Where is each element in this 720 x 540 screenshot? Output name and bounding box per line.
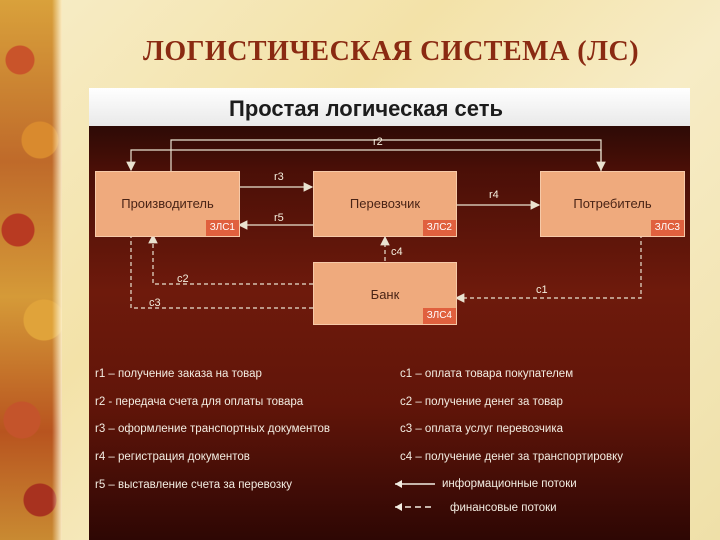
legend-info-flows: информационные потоки: [442, 478, 577, 490]
flow-r2: [126, 149, 602, 172]
decorative-gear-strip: [0, 0, 62, 540]
flow-label-r5: r5: [274, 212, 284, 224]
node-bank-label: Банк: [370, 287, 400, 302]
legend-line-samples: [395, 480, 435, 511]
diagram-panel: Простая логическая сеть: [89, 88, 690, 540]
flow-label-c3: c3: [149, 297, 161, 309]
legend-r5: r5 – выставление счета за перевозку: [95, 479, 293, 491]
node-producer-label: Производитель: [121, 196, 214, 211]
node-carrier-tag: ЗЛС2: [422, 220, 456, 236]
flow-c1: [454, 234, 642, 303]
node-bank: Банк ЗЛС4: [313, 262, 457, 325]
legend-r4: r4 – регистрация документов: [95, 451, 250, 463]
flow-label-r4: r4: [489, 189, 499, 201]
flow-r1: [170, 139, 606, 172]
node-carrier: Перевозчик ЗЛС2: [313, 171, 457, 237]
legend-c2: c2 – получение денег за товар: [400, 396, 563, 408]
legend-r1: r1 – получение заказа на товар: [95, 368, 262, 380]
flow-c3: [130, 235, 313, 309]
legend-fin-flows: финансовые потоки: [450, 502, 557, 514]
node-consumer-label: Потребитель: [573, 196, 652, 211]
node-consumer: Потребитель ЗЛС3: [540, 171, 685, 237]
flow-c2: [148, 233, 313, 285]
legend-c3: c3 – оплата услуг перевозчика: [400, 423, 564, 435]
legend-r3: r3 – оформление транспортных документов: [95, 423, 330, 435]
flow-label-c4: c4: [391, 246, 403, 258]
node-carrier-label: Перевозчик: [349, 196, 421, 211]
node-producer-tag: ЗЛС1: [205, 220, 239, 236]
flow-label-r3: r3: [274, 171, 284, 183]
node-consumer-tag: ЗЛС3: [650, 220, 684, 236]
flow-label-c2: c2: [177, 273, 189, 285]
flow-label-c1: c1: [536, 284, 548, 296]
node-producer: Производитель ЗЛС1: [95, 171, 240, 237]
flow-label-r2: r2: [373, 136, 383, 148]
node-bank-tag: ЗЛС4: [422, 308, 456, 324]
flow-arrows: [126, 139, 642, 309]
panel-title: Простая логическая сеть: [229, 96, 504, 121]
legend-r2: r2 - передача счета для оплаты товара: [95, 396, 304, 408]
legend-c1: c1 – оплата товара покупателем: [400, 368, 574, 380]
slide-title: ЛОГИСТИЧЕСКАЯ СИСТЕМА (ЛС): [142, 36, 640, 67]
legend-c4: c4 – получение денег за транспортировку: [400, 451, 624, 463]
panel-header: Простая логическая сеть: [89, 88, 690, 126]
